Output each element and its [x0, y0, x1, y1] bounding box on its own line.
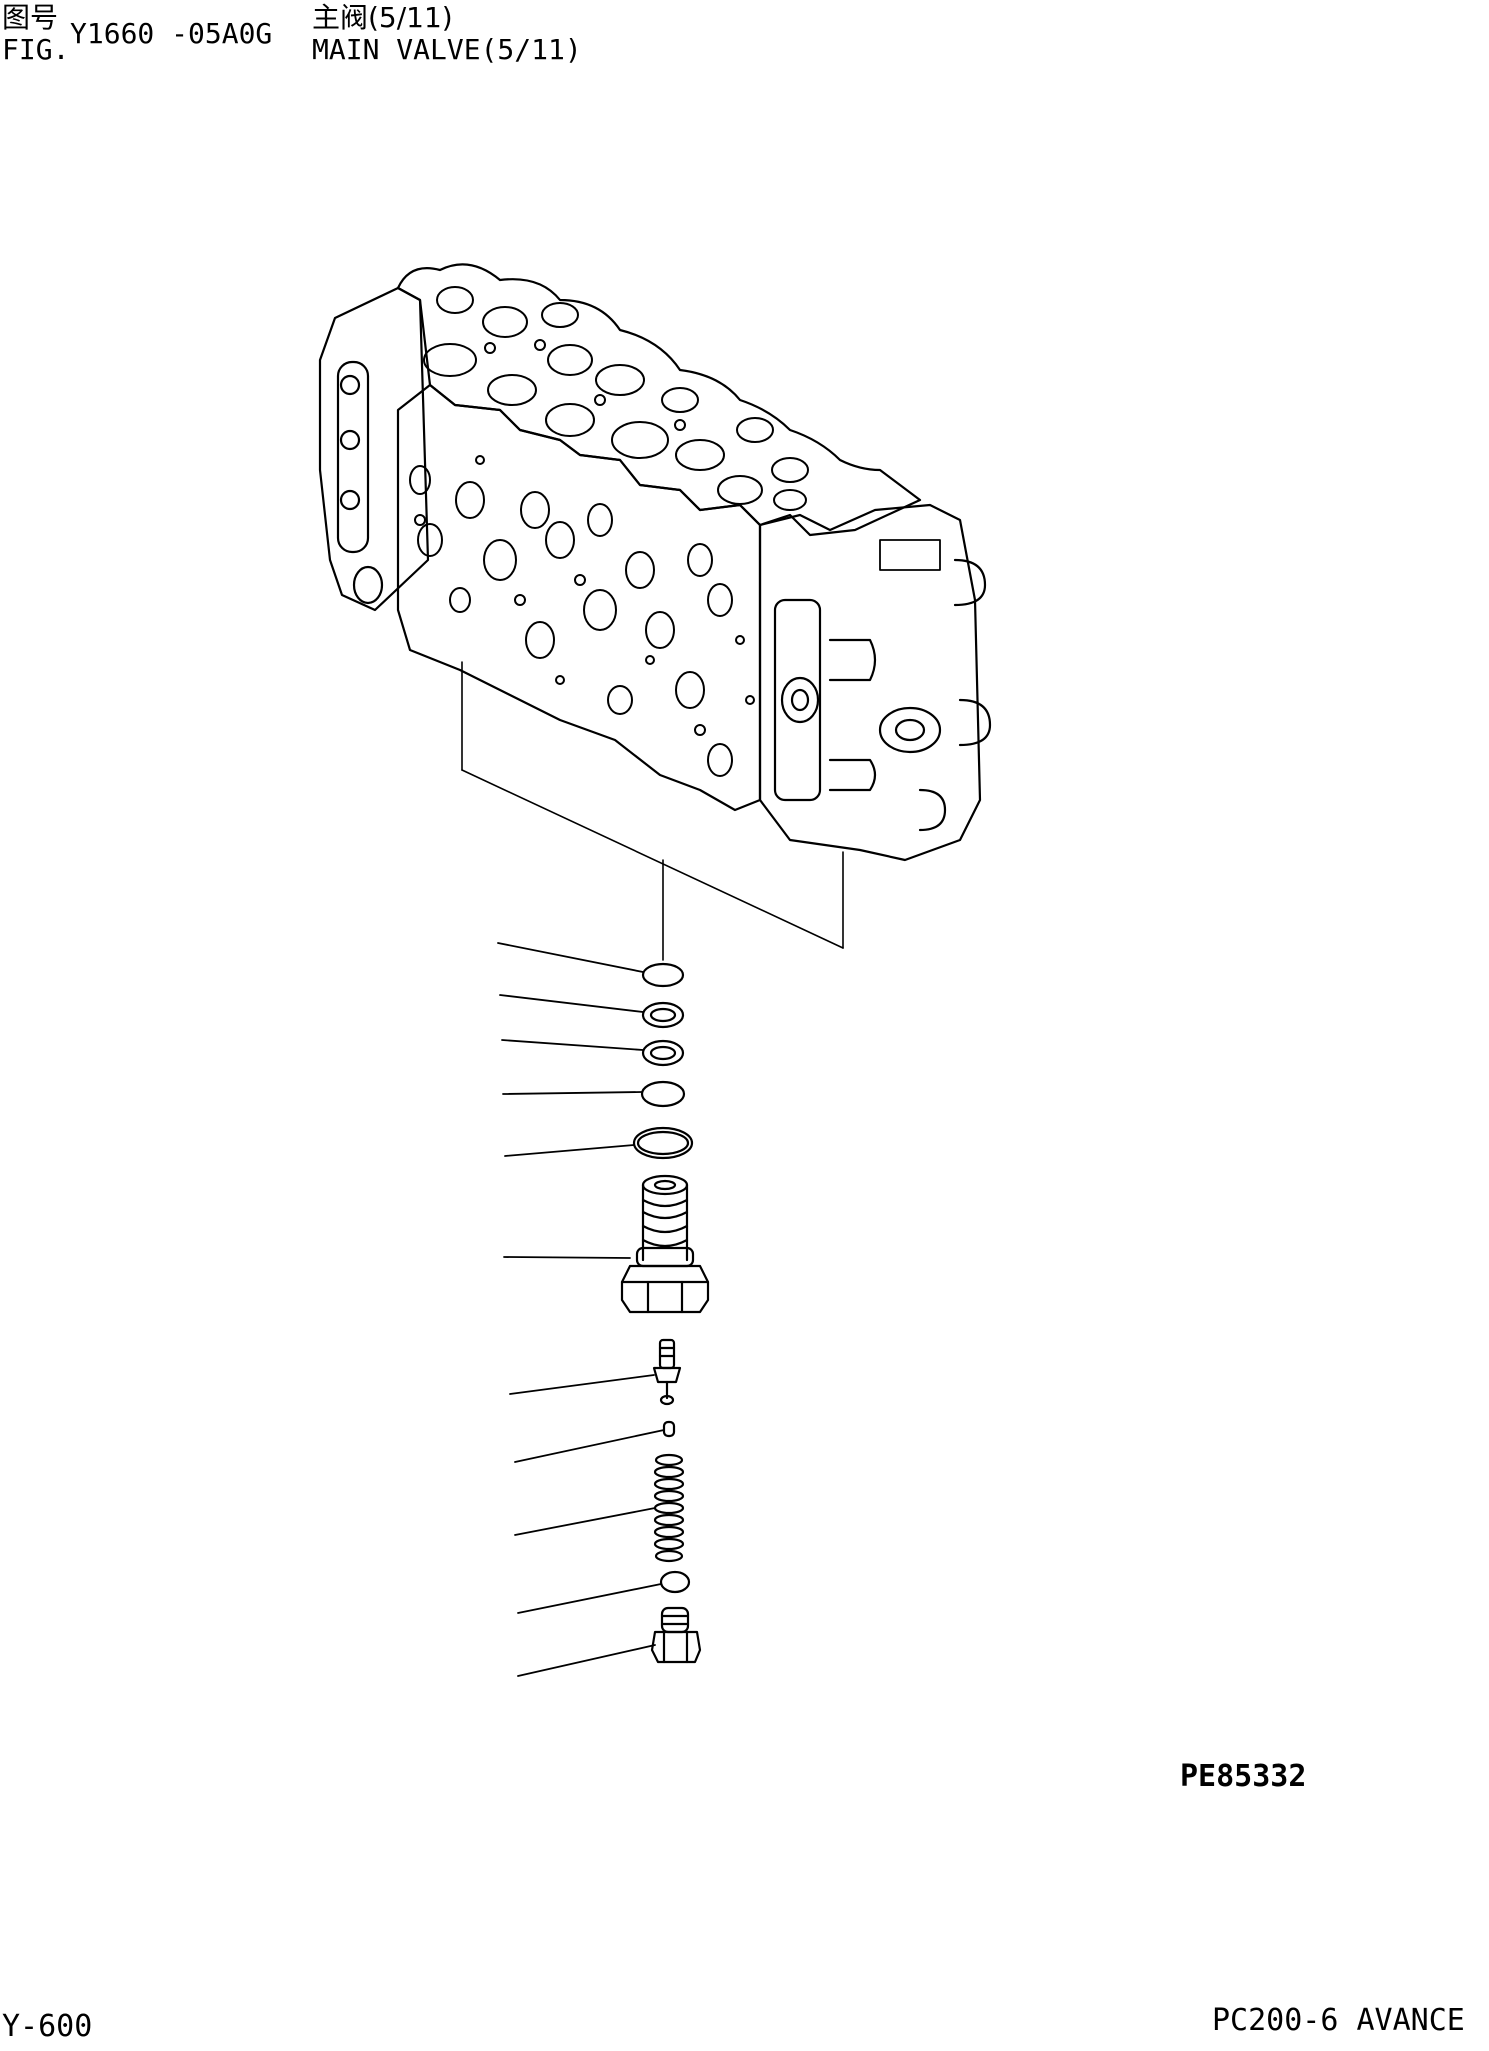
right-cap-lug: [955, 560, 985, 605]
figure-label-chinese: 图号: [2, 1, 59, 34]
right-cap-plate: [775, 600, 820, 800]
o-ring: [642, 1082, 684, 1106]
ball-pin: [664, 1422, 674, 1436]
right-cap-lug: [830, 760, 875, 790]
machine-model: PC200-6 AVANCE: [1212, 2003, 1465, 2038]
left-cap-bolt: [341, 431, 359, 449]
left-cap-plate: [338, 362, 368, 552]
poppet: [654, 1340, 680, 1404]
right-cap-port: [792, 690, 808, 710]
backup-ring: [643, 1041, 683, 1065]
title-chinese: 主阀(5/11): [312, 1, 453, 34]
main-valve-body: [320, 264, 990, 860]
title-english: MAIN VALVE(5/11): [312, 33, 582, 66]
figure-number: Y1660 -05A0G: [70, 17, 273, 50]
assembly-leader: [462, 662, 843, 960]
right-cap-port: [782, 678, 818, 722]
page-number: Y-600: [2, 2009, 93, 2044]
right-cap-lug: [920, 790, 945, 830]
left-end-cap: [320, 288, 428, 610]
right-cap-flange: [896, 720, 924, 740]
figure-label: FIG.: [2, 33, 70, 66]
left-cap-bolt: [341, 491, 359, 509]
right-cap-flange: [880, 708, 940, 752]
right-cap-lug: [960, 700, 990, 745]
o-ring-large: [634, 1128, 692, 1158]
right-end-cap: [760, 505, 980, 860]
top-face-ports: [424, 287, 808, 510]
right-cap-recess: [880, 540, 940, 570]
backup-ring: [643, 1003, 683, 1027]
top-face: [398, 264, 920, 535]
drawing-code: PE85332: [1180, 1759, 1307, 1794]
o-ring: [643, 964, 683, 986]
plug: [652, 1608, 700, 1662]
valve-sleeve: [622, 1176, 708, 1312]
spring: [655, 1455, 683, 1561]
callout-leaders: [498, 943, 664, 1676]
front-face-ports: [410, 456, 754, 776]
left-cap-boss: [354, 567, 382, 603]
left-cap-bolt: [341, 376, 359, 394]
front-face: [398, 385, 760, 810]
right-cap-lug: [830, 640, 875, 680]
small-o-ring: [661, 1572, 689, 1592]
